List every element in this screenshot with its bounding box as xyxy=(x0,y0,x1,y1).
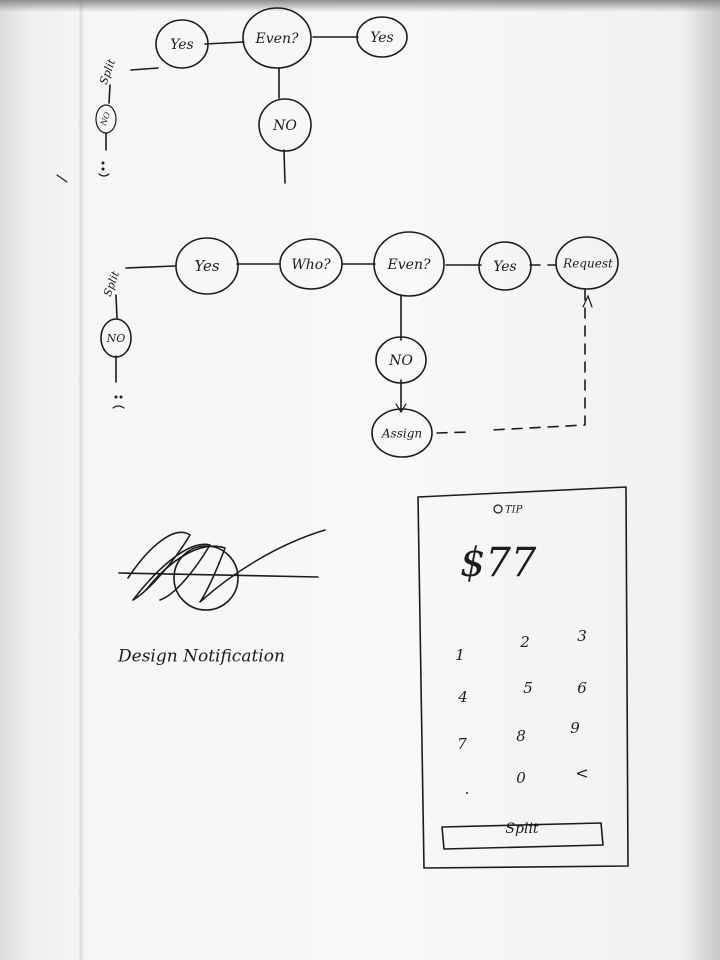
sad-face2-eye-2 xyxy=(119,395,123,399)
node2-even-label: Even? xyxy=(387,257,431,273)
key-0[interactable]: 0 xyxy=(516,769,526,787)
connector-split-no xyxy=(108,84,111,104)
key-9[interactable]: 9 xyxy=(570,719,580,737)
node-no-1 xyxy=(258,98,312,152)
node-yes-1-label: Yes xyxy=(170,37,194,53)
arrow-down-icon xyxy=(395,403,407,414)
key-5[interactable]: 5 xyxy=(523,679,533,697)
node-no-small-1 xyxy=(95,104,117,134)
key-dot[interactable]: . xyxy=(465,780,470,798)
connector-no-down xyxy=(283,149,286,184)
connector2-request-return xyxy=(491,289,586,431)
return-arrow-icon xyxy=(582,294,593,308)
node-even-1 xyxy=(242,7,312,69)
node2-assign-label: Assign xyxy=(381,427,422,441)
node2-no-small xyxy=(100,318,132,358)
key-2[interactable]: 2 xyxy=(519,633,530,651)
connector-yes-even xyxy=(204,41,245,45)
key-backspace[interactable]: < xyxy=(575,764,588,783)
connector2-split-no xyxy=(115,294,118,319)
node-even-1-label: Even? xyxy=(255,31,299,47)
node2-yes-1-label: Yes xyxy=(194,257,219,275)
keypad: 1 2 3 4 5 6 7 8 9 . 0 < xyxy=(455,627,588,798)
node2-yes-2 xyxy=(478,241,532,291)
notification-label: Design Notification xyxy=(117,647,285,667)
flow-diagram-1: Yes Even? Yes NO Split NO xyxy=(56,7,408,184)
node2-even xyxy=(373,231,445,297)
node2-request-label: Request xyxy=(562,257,613,271)
connector2-return-assign xyxy=(436,431,471,434)
node2-yes-2-label: Yes xyxy=(493,259,517,275)
key-6[interactable]: 6 xyxy=(577,679,587,697)
amount-display: $77 xyxy=(460,540,537,586)
connector2-split-yes xyxy=(125,265,176,269)
node-yes-2-label: Yes xyxy=(370,30,394,46)
stray-mark xyxy=(56,174,68,183)
notification-sketch: Design Notification xyxy=(117,529,326,667)
page-edge-shadow xyxy=(0,0,720,12)
key-1[interactable]: 1 xyxy=(455,646,465,664)
tip-label: TIP xyxy=(505,505,523,516)
notebook-spine xyxy=(78,0,84,960)
flow-diagram-2: Yes Who? Even? Yes Request NO Assign Spl… xyxy=(100,231,619,458)
node2-who-label: Who? xyxy=(291,257,331,273)
split-label-2: Split xyxy=(101,269,122,298)
sad-face-eye-1 xyxy=(101,161,105,165)
node2-no-label: NO xyxy=(388,353,413,369)
connector-split-yes xyxy=(130,67,159,71)
key-3[interactable]: 3 xyxy=(577,627,587,645)
scribble-stroke-1 xyxy=(127,531,211,601)
node-yes-1 xyxy=(155,19,209,69)
node2-no xyxy=(375,336,427,384)
key-4[interactable]: 4 xyxy=(457,688,468,706)
node2-assign xyxy=(371,408,433,458)
split-button[interactable] xyxy=(441,822,604,850)
tip-radio-icon[interactable] xyxy=(493,504,503,514)
node-yes-2 xyxy=(356,16,408,58)
sad-face-eye-2 xyxy=(101,167,105,171)
node2-yes-1 xyxy=(175,237,239,295)
split-label-1: Split xyxy=(97,57,118,86)
node2-request xyxy=(555,236,619,290)
split-button-label: Split xyxy=(505,821,539,837)
sad-face-mouth xyxy=(98,173,110,177)
key-7[interactable]: 7 xyxy=(457,735,467,753)
phone-mockup: TIP $77 1 2 3 4 5 6 7 8 9 . 0 < Split xyxy=(417,486,629,869)
sad-face2-mouth xyxy=(112,405,125,409)
node2-no-small-label: NO xyxy=(106,332,126,345)
notification-strike-line xyxy=(118,572,319,578)
sad-face2-eye-1 xyxy=(114,395,118,399)
node-no-small-1-label: NO xyxy=(99,111,113,128)
phone-frame xyxy=(417,486,629,869)
notification-circle xyxy=(173,545,239,611)
key-8[interactable]: 8 xyxy=(516,727,526,745)
node-no-1-label: NO xyxy=(272,118,297,134)
node2-who xyxy=(279,238,343,290)
